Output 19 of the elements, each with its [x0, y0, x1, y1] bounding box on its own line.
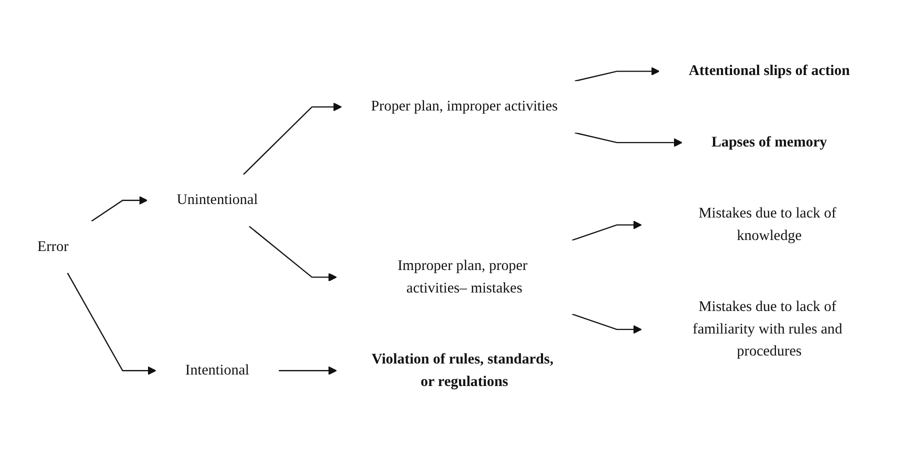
arrow: [278, 366, 337, 375]
node-text: Lapses of memory: [712, 134, 828, 150]
node-text: Attentional slips of action: [688, 63, 850, 79]
node-text: Error: [37, 238, 69, 255]
node-text: Mistakes due to lack of knowledge: [698, 206, 836, 244]
node-text: Improper plan, proper activities– mistakes: [398, 258, 528, 296]
arrow: [572, 314, 642, 334]
node-text: Intentional: [185, 362, 250, 378]
arrow: [91, 196, 148, 222]
arrow: [66, 272, 156, 375]
arrow: [243, 102, 342, 175]
node-text: Proper plan, improper activities: [370, 98, 558, 115]
arrow: [574, 66, 660, 82]
arrow: [248, 226, 337, 282]
arrow: [574, 132, 682, 147]
node-text: Unintentional: [176, 192, 258, 208]
node-text: Mistakes due to lack of familiarity with rules and procedures: [692, 299, 842, 360]
arrow: [572, 220, 642, 241]
node-text: Violation of rules, standards, or regulations: [372, 351, 554, 390]
